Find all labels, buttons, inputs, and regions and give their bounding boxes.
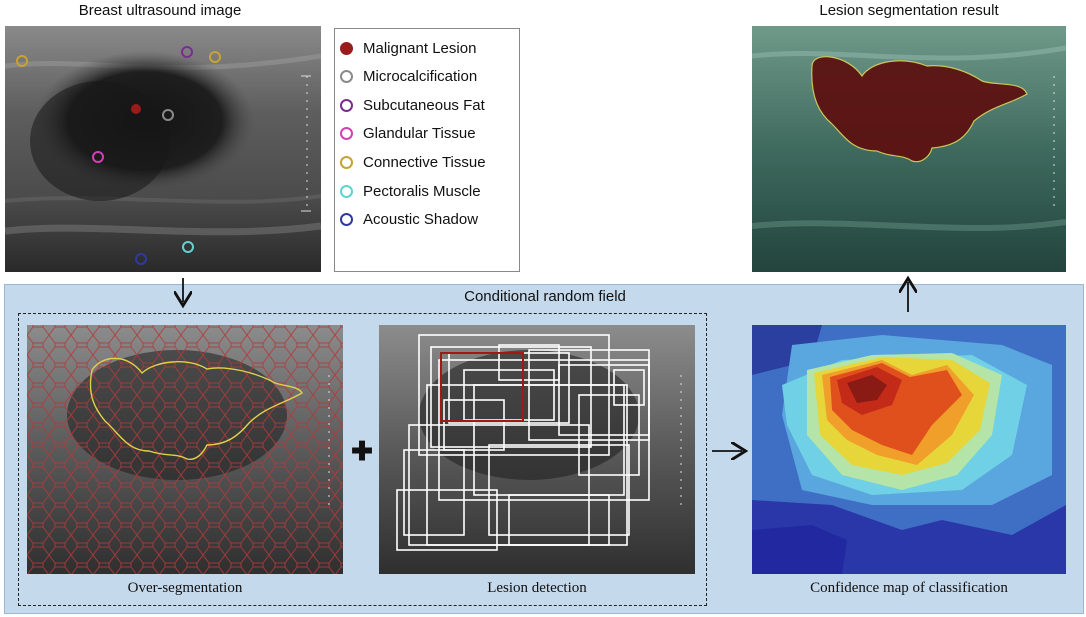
legend-marker bbox=[340, 155, 353, 169]
legend-item: Connective Tissue bbox=[335, 152, 486, 172]
ultrasound-image bbox=[5, 26, 321, 272]
legend-label: Acoustic Shadow bbox=[363, 210, 479, 228]
legend-label: Malignant Lesion bbox=[363, 39, 477, 57]
legend-marker bbox=[340, 212, 353, 226]
legend-marker bbox=[340, 184, 353, 198]
segmentation-result-image bbox=[752, 26, 1066, 272]
ultrasound-title: Breast ultrasound image bbox=[78, 2, 242, 19]
legend-marker bbox=[340, 41, 353, 55]
lesion-detection-image bbox=[379, 325, 695, 574]
over-segmentation-label: Over-segmentation bbox=[127, 580, 243, 596]
legend-item: Malignant Lesion bbox=[335, 38, 476, 58]
legend-marker bbox=[340, 126, 353, 140]
legend-item: Microcalcification bbox=[335, 66, 477, 86]
tissue-legend: Malignant Lesion Microcalcification Subc… bbox=[334, 28, 520, 272]
confidence-map-image bbox=[752, 325, 1066, 574]
lesion-detection-label: Lesion detection bbox=[487, 580, 587, 596]
crf-dashed-group bbox=[18, 313, 707, 606]
legend-label: Pectoralis Muscle bbox=[363, 182, 481, 200]
over-segmentation-image bbox=[27, 325, 343, 574]
legend-marker bbox=[340, 98, 353, 112]
crf-title: Conditional random field bbox=[464, 288, 626, 305]
legend-item: Glandular Tissue bbox=[335, 123, 476, 143]
legend-label: Microcalcification bbox=[363, 67, 478, 85]
legend-item: Subcutaneous Fat bbox=[335, 95, 485, 115]
legend-marker bbox=[340, 69, 353, 83]
segmentation-result-title: Lesion segmentation result bbox=[819, 2, 999, 19]
legend-label: Subcutaneous Fat bbox=[363, 96, 485, 114]
legend-item: Acoustic Shadow bbox=[335, 209, 478, 229]
plus-icon: ✚ bbox=[351, 436, 373, 466]
confidence-map-label: Confidence map of classification bbox=[810, 580, 1008, 596]
legend-label: Connective Tissue bbox=[363, 153, 486, 171]
legend-label: Glandular Tissue bbox=[363, 124, 476, 142]
legend-item: Pectoralis Muscle bbox=[335, 181, 481, 201]
